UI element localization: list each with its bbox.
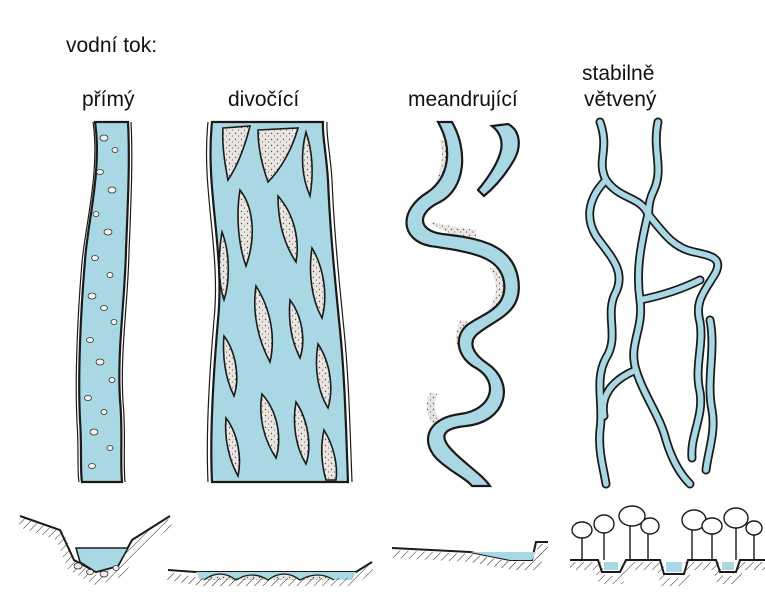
plan-anastomosing (590, 122, 718, 484)
section-straight (20, 516, 170, 580)
trees (572, 506, 762, 560)
section-anastomosing (570, 506, 765, 582)
plan-braided (206, 122, 352, 482)
plan-meandering (406, 122, 518, 486)
straight-channel (79, 122, 129, 482)
plan-straight (76, 122, 132, 482)
section-braided (168, 562, 372, 582)
section-meandering (392, 542, 548, 566)
meander-oxbow (478, 124, 519, 196)
